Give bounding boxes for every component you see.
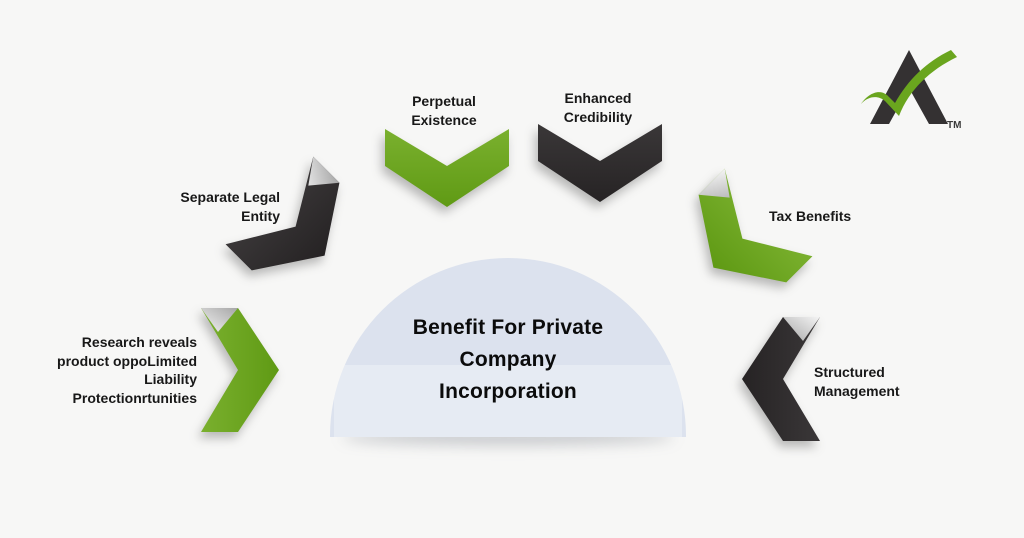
label-line: Research reveals [81,334,197,350]
brand-logo-icon: TM [861,50,961,131]
label-line: Enhanced [564,90,632,106]
benefit-enhanced-credibility [520,83,680,243]
central-dome: Benefit For Private Company Incorporatio… [330,258,686,437]
benefit-label-limited-liability-protection: Research reveals product oppoLimited Lia… [35,333,197,407]
label-line: Credibility [563,108,633,125]
dome-highlight-band [334,365,682,437]
benefit-limited-liability-protection [160,290,320,450]
trademark-symbol: TM [947,120,961,131]
title-line: Company [459,348,557,371]
benefit-label-perpetual-existence: Perpetual Existence [364,92,524,129]
logo-checkmark-icon [861,50,957,116]
label-line: Protectionrtunities [72,389,197,406]
benefit-label-structured-management: Structured Management [814,363,974,400]
title-line: Benefit For Private [412,316,604,339]
chevron-down-icon [538,124,662,202]
benefit-label-separate-legal-entity: Separate Legal Entity [120,188,280,225]
label-line: Management [814,382,900,399]
label-line: product oppoLimited [57,352,197,369]
chevron-right-icon [201,308,279,432]
page-title: Benefit For Private Company Incorporatio… [330,258,686,408]
label-line: Liability [144,371,197,387]
chevron-down-icon [385,129,509,207]
benefit-perpetual-existence [367,88,527,248]
benefit-structured-management [701,299,861,459]
label-line: Structured [814,364,885,380]
label-line: Existence [411,111,477,128]
benefit-separate-legal-entity [217,148,377,308]
benefit-label-enhanced-credibility: Enhanced Credibility [518,89,678,126]
brand-logo: TM [858,46,970,134]
chevron-left-icon [742,317,820,441]
benefit-label-tax-benefits: Tax Benefits [769,207,929,226]
label-line: Tax Benefits [769,208,852,224]
title-line: Incorporation [439,380,577,403]
chevron-down-right-icon [225,156,340,271]
benefit-tax-benefits [661,160,821,320]
label-line: Separate Legal [180,189,280,205]
label-line: Entity [241,207,280,224]
chevron-down-left-icon [698,168,813,283]
label-line: Perpetual [412,93,476,109]
